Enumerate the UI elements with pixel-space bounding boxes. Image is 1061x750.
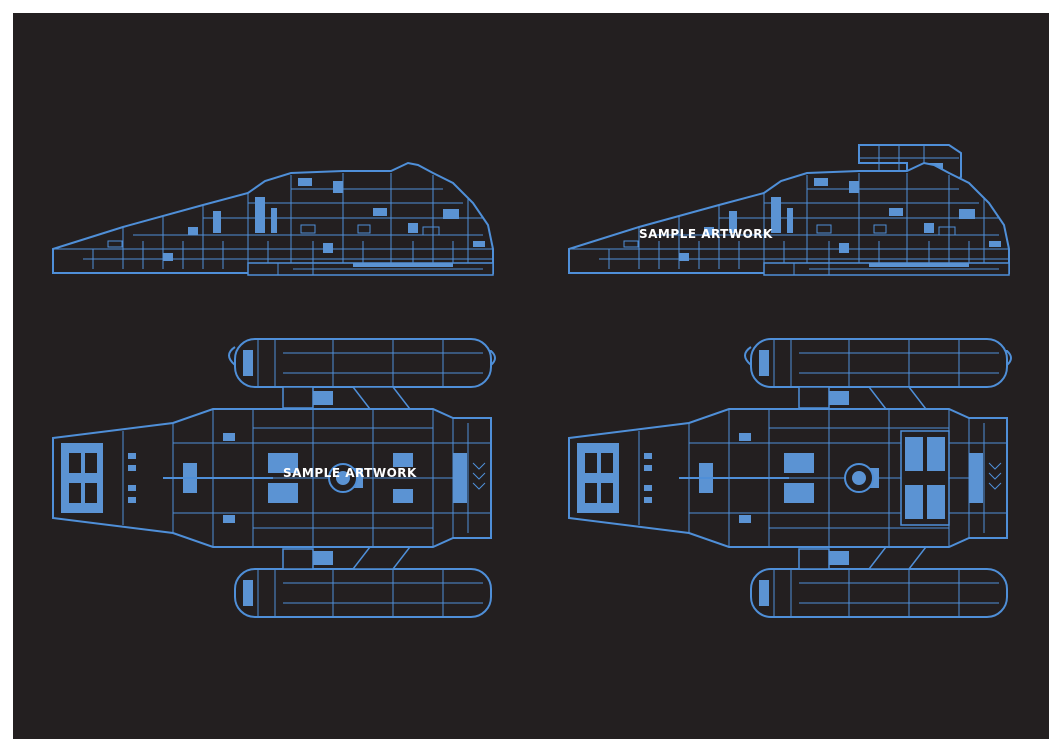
top-view-left: SAMPLE ARTWORK xyxy=(52,338,496,618)
side-view-left xyxy=(52,162,494,276)
sample-artwork-watermark: SAMPLE ARTWORK xyxy=(283,466,417,480)
plan-module xyxy=(900,430,950,526)
blueprint-poster: SAMPLE ARTWORK SAMPLE ARTWORK xyxy=(13,13,1049,739)
blueprint-canvas: SAMPLE ARTWORK SAMPLE ARTWORK xyxy=(52,144,1012,618)
side-view-right: SAMPLE ARTWORK xyxy=(568,144,1010,276)
top-view-right xyxy=(568,338,1012,618)
sample-artwork-watermark: SAMPLE ARTWORK xyxy=(639,227,773,241)
